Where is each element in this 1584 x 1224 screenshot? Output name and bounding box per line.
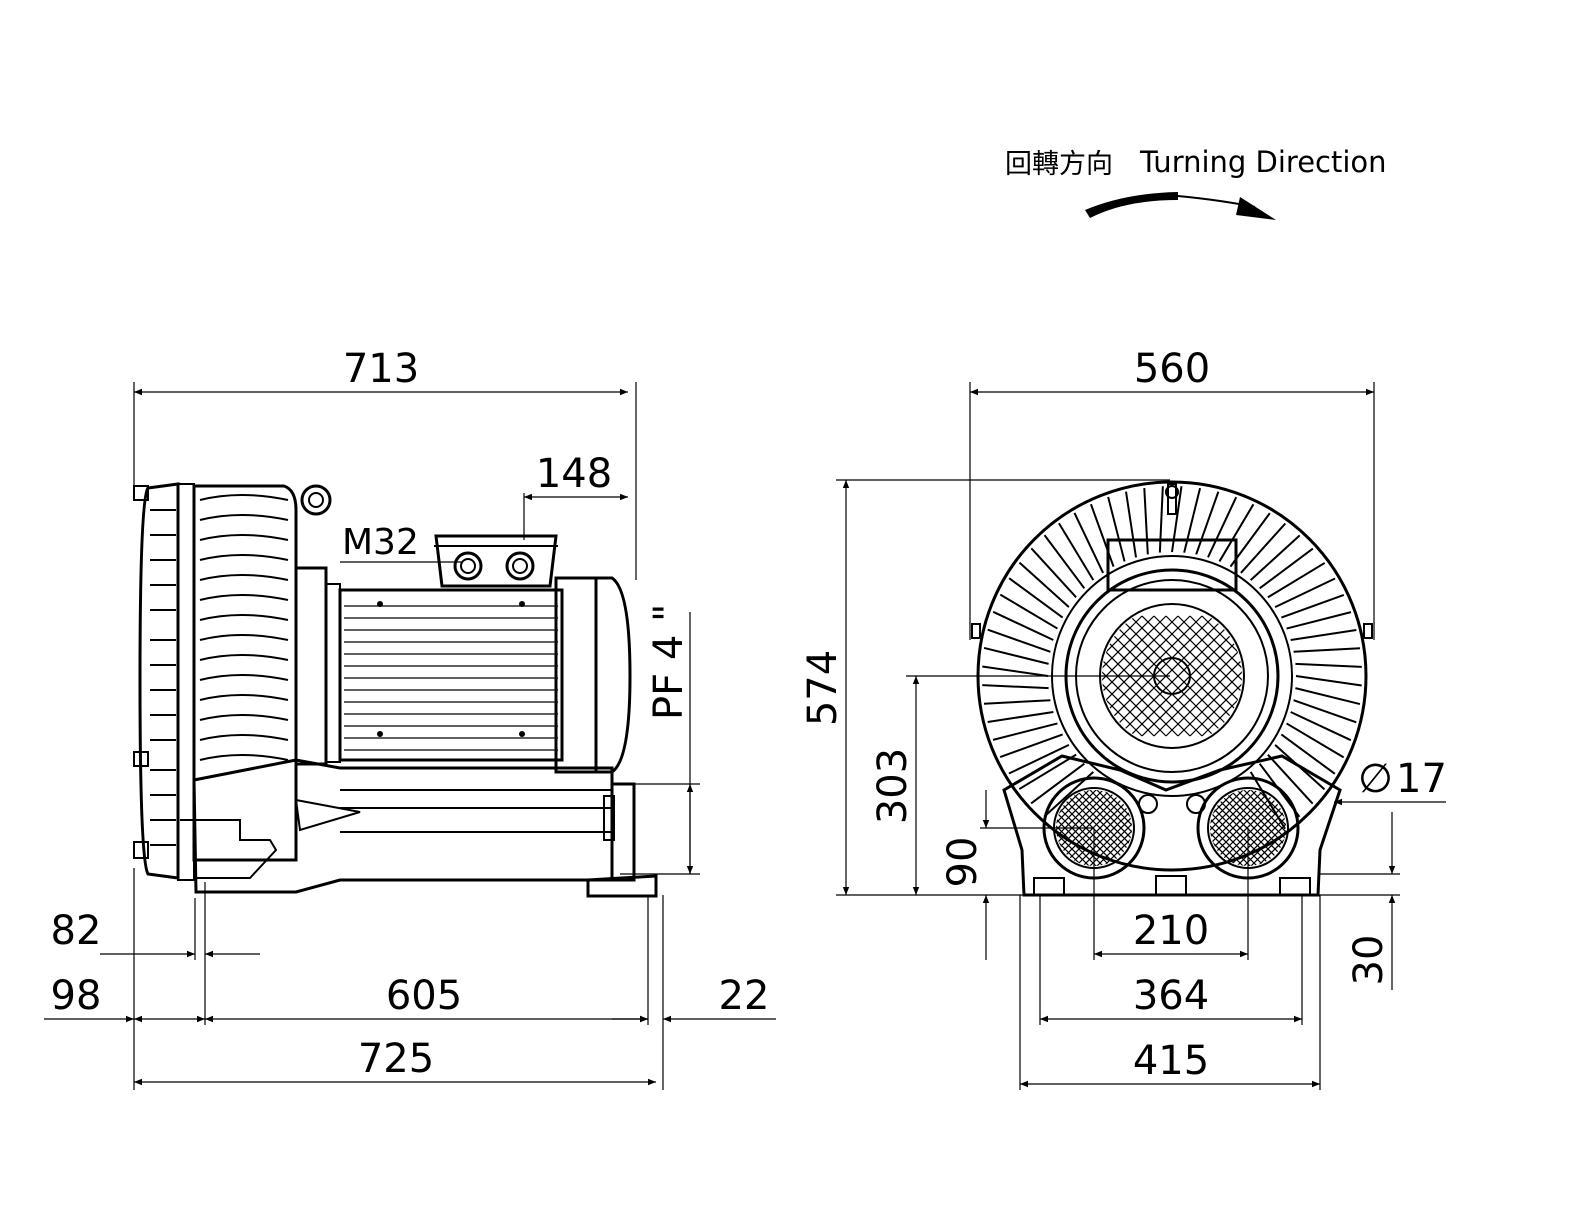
- port-thread-label: PF 4 ": [646, 604, 692, 720]
- side-flange: [294, 566, 341, 766]
- dim-364-label: 364: [1133, 973, 1209, 1019]
- inlet-port: [1042, 776, 1146, 880]
- dim-210-label: 210: [1133, 908, 1209, 954]
- side-terminal-box: [434, 534, 558, 588]
- hole-dia-label: 17: [1396, 756, 1447, 802]
- side-dimensions: 713 148 M32 PF 4 " 82 98 605 22 725: [44, 346, 776, 1086]
- dim-303-label: 303: [870, 748, 916, 824]
- turning-direction-cjk: 回轉方向: [1005, 149, 1113, 180]
- turning-direction-arrow: [1085, 192, 1276, 220]
- dim-22-label: 22: [719, 973, 770, 1019]
- cable-gland-1: [453, 551, 483, 581]
- cable-gland-2: [505, 551, 535, 581]
- dim-713-label: 713: [343, 346, 419, 392]
- dim-98-label: 98: [51, 973, 102, 1019]
- dim-415-label: 415: [1133, 1038, 1209, 1084]
- side-view: 713 148 M32 PF 4 " 82 98 605 22 725: [44, 346, 776, 1090]
- dim-574-label: 574: [800, 650, 846, 726]
- cable-gland-label: M32: [342, 522, 419, 563]
- side-housing-fins: [150, 494, 289, 846]
- front-ports: [1002, 754, 1342, 897]
- outlet-port: [1196, 776, 1300, 880]
- dim-82-label: 82: [51, 908, 102, 954]
- turning-direction-label: Turning Direction: [1139, 145, 1387, 179]
- hole-dia-symbol: ∅: [1358, 756, 1393, 802]
- dim-90-label: 90: [940, 837, 986, 888]
- dim-605-label: 605: [386, 973, 462, 1019]
- dim-560-label: 560: [1134, 346, 1210, 392]
- dim-725-label: 725: [358, 1036, 434, 1082]
- side-base: [180, 758, 658, 898]
- front-view: 560 574 303 90 ∅ 17 30 210 364 415: [800, 346, 1447, 1090]
- side-lifting-eye: [300, 484, 332, 516]
- side-motor-fins: [344, 605, 558, 751]
- front-dimensions: 560 574 303 90 ∅ 17 30 210 364 415: [800, 346, 1447, 1088]
- side-motor: [338, 576, 632, 774]
- dim-30-label: 30: [1346, 935, 1392, 986]
- turning-direction: 回轉方向 Turning Direction: [1005, 145, 1387, 220]
- dim-148-label: 148: [536, 451, 612, 497]
